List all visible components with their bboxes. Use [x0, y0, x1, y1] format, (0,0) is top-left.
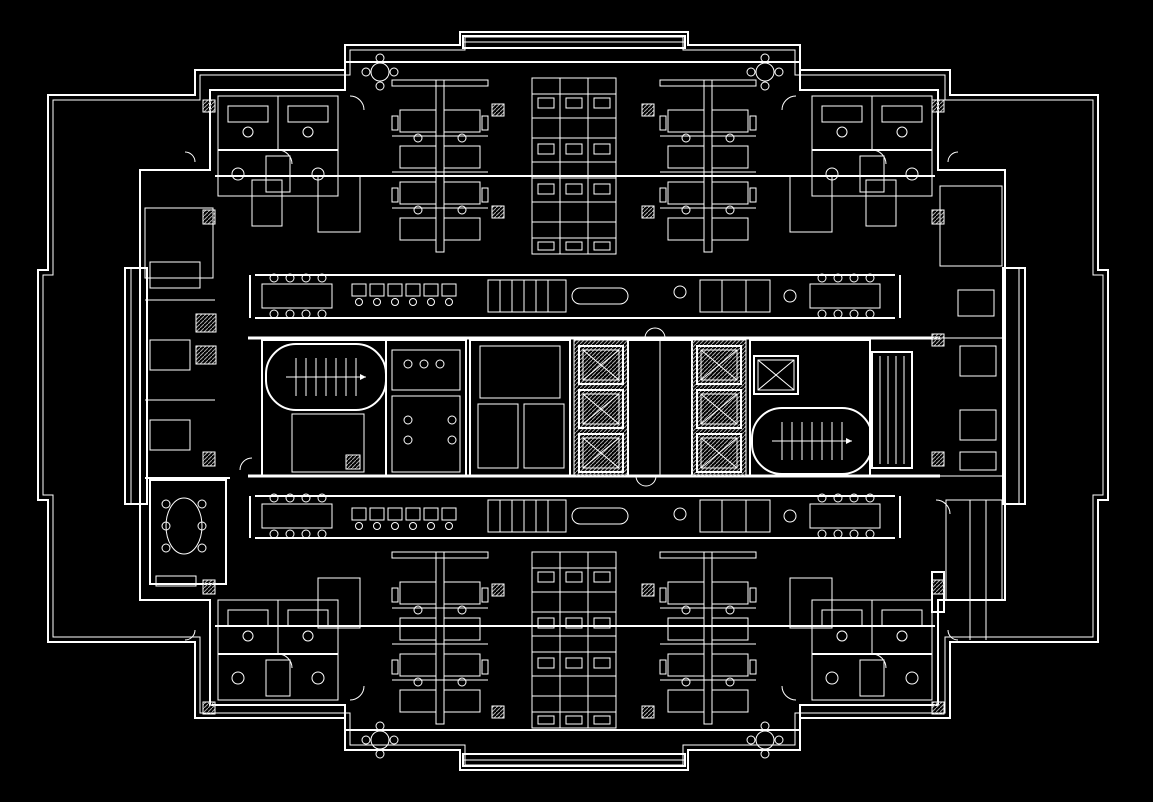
building-shell [37, 31, 1109, 771]
meeting-zone-top [261, 273, 881, 319]
side-rooms-left [144, 207, 230, 587]
meeting-zone-bottom [261, 493, 881, 539]
structural-columns [202, 99, 945, 719]
building-core [261, 339, 913, 477]
corner-offices [217, 95, 933, 701]
side-rooms-right [931, 185, 1005, 640]
door-swings [184, 95, 959, 701]
